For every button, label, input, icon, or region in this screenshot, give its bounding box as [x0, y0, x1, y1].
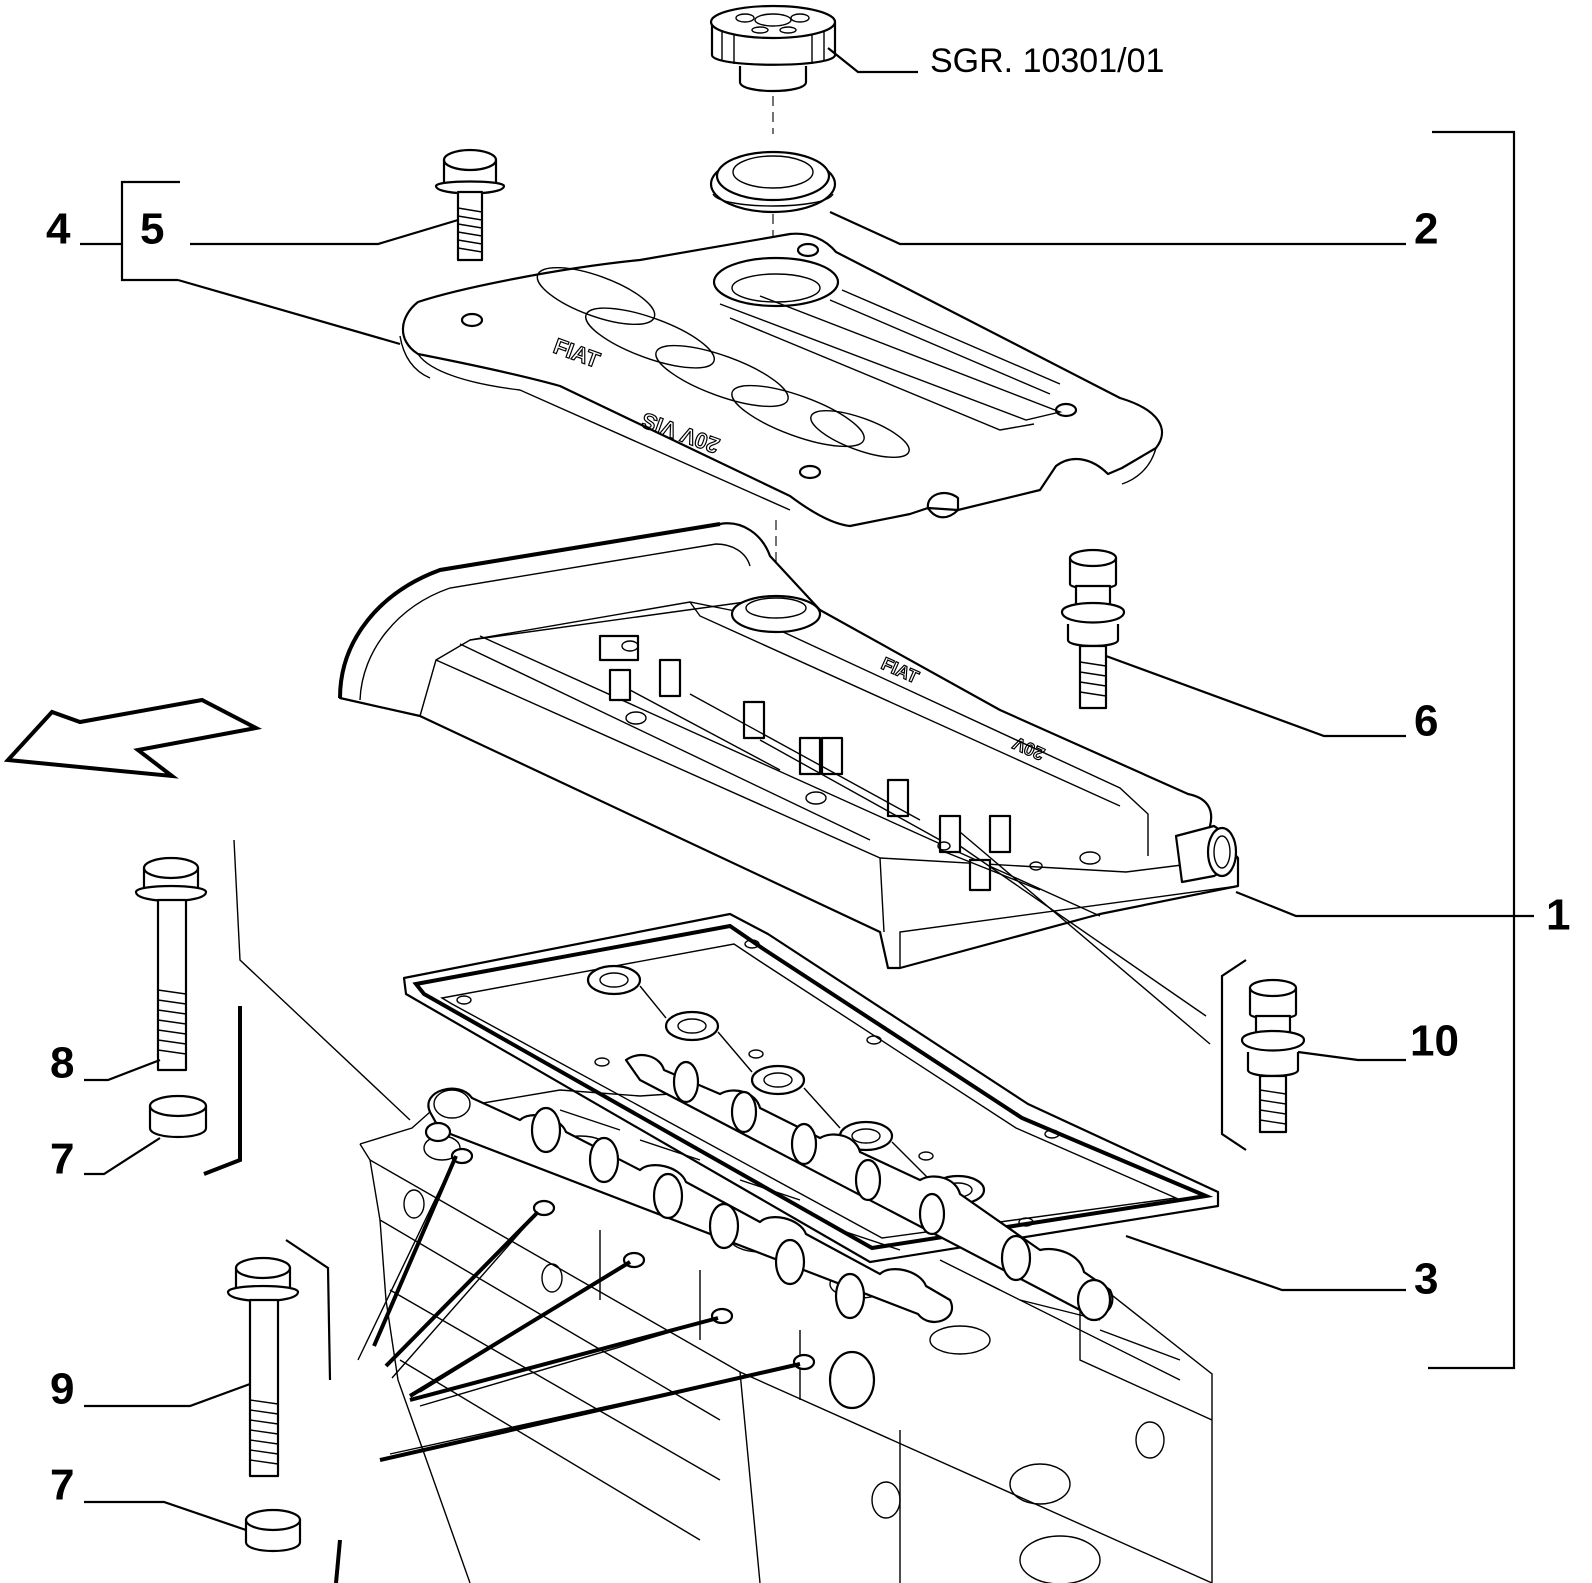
- leader-lines: [80, 210, 1534, 1532]
- cylinder-head-cover: [338, 522, 1240, 970]
- callout-5: 5: [140, 205, 164, 254]
- bracket-10: [1220, 959, 1247, 1151]
- camshaft-exhaust: [624, 1053, 1114, 1322]
- callout-4: 4: [46, 205, 71, 254]
- bracket-4-5: [120, 180, 180, 282]
- reference-leader: [827, 47, 918, 74]
- bracket-8-7: [203, 1006, 242, 1176]
- callout-7-upper: 7: [50, 1135, 74, 1184]
- head-long-bolt: [134, 856, 208, 1072]
- engine-top-cover: [399, 232, 1164, 528]
- oil-filler-cap: [709, 4, 837, 134]
- bracket-lower-left: [285, 1239, 342, 1583]
- camshaft-intake: [427, 1087, 954, 1324]
- front-direction-arrow-icon: [3, 697, 263, 779]
- callout-10: 10: [1410, 1017, 1459, 1066]
- cover-bolt-with-washer-right: [1240, 978, 1306, 1134]
- cover-bolt: [434, 148, 506, 262]
- head-long-bolt-lower: [226, 1256, 300, 1478]
- callout-7-lower: 7: [50, 1461, 74, 1510]
- callout-3: 3: [1414, 1255, 1438, 1304]
- callout-1: 1: [1546, 891, 1570, 940]
- callout-2: 2: [1414, 205, 1438, 254]
- cover-bolt-with-washer: [1060, 548, 1126, 710]
- bolt-spacer-upper: [148, 1094, 208, 1138]
- filler-seal-ring: [709, 150, 837, 296]
- assembly-bracket-right: [1428, 130, 1516, 1370]
- sgr-reference-label: SGR. 10301/01: [930, 42, 1164, 80]
- callout-6: 6: [1414, 697, 1438, 746]
- cover-gasket: [402, 912, 1220, 1264]
- callout-9: 9: [50, 1365, 74, 1414]
- bolt-spacer-lower: [244, 1508, 302, 1552]
- callout-8: 8: [50, 1039, 74, 1088]
